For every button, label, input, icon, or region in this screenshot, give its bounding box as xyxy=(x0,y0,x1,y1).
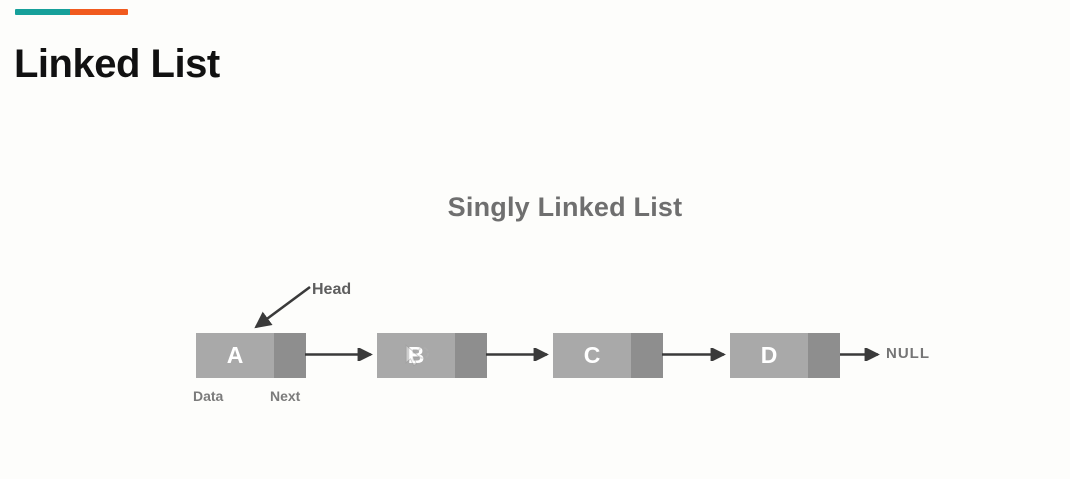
head-label: Head xyxy=(312,281,352,298)
node-b-next-cell xyxy=(455,333,487,378)
head-arrow-icon xyxy=(254,285,311,329)
node-b-data-cell: B xyxy=(377,333,455,378)
list-node-a[interactable]: A xyxy=(196,333,306,378)
page-title: Linked List xyxy=(14,42,220,86)
node-a-data-cell: A xyxy=(196,333,274,378)
accent-bar-orange-segment xyxy=(70,9,128,15)
node-c-data-cell: C xyxy=(553,333,631,378)
list-node-c[interactable]: C xyxy=(553,333,663,378)
connector-arrow-d-null xyxy=(840,348,880,361)
node-c-next-cell xyxy=(631,333,663,378)
node-a-next-cell xyxy=(274,333,306,378)
accent-bar xyxy=(15,9,128,15)
null-terminator-label: NULL xyxy=(886,345,930,362)
diagram-title: Singly Linked List xyxy=(447,192,683,222)
data-cell-label: Data xyxy=(193,388,224,404)
list-node-b[interactable]: B xyxy=(377,333,487,378)
accent-bar-teal-segment xyxy=(15,9,70,15)
node-d-next-cell xyxy=(808,333,840,378)
connector-arrow-b-c xyxy=(486,348,549,361)
connector-arrow-a-b xyxy=(305,348,373,361)
connector-arrow-c-d xyxy=(662,348,726,361)
list-node-d[interactable]: D xyxy=(730,333,840,378)
next-cell-label: Next xyxy=(270,388,301,404)
node-d-data-cell: D xyxy=(730,333,808,378)
